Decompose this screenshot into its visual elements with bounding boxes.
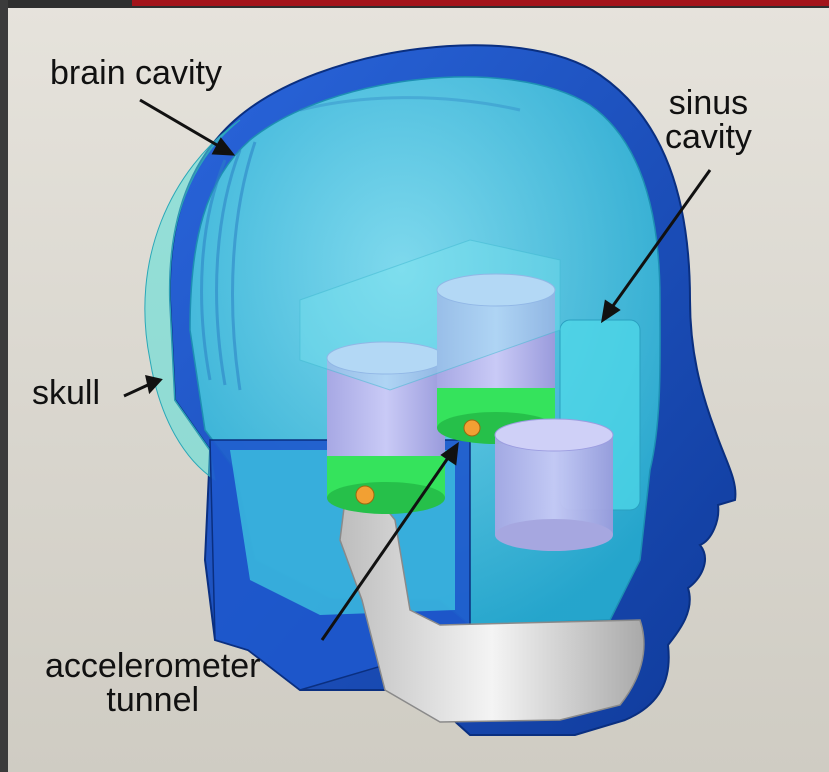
- accelerometer-tunnel-label-line2: tunnel: [45, 683, 260, 717]
- accelerometer-tunnel-label-line1: accelerometer: [45, 649, 260, 683]
- brain-cavity-arrow: [140, 100, 222, 148]
- skull-arrow: [124, 384, 150, 396]
- sinus-cavity-label: sinus cavity: [665, 86, 752, 154]
- skull-label: skull: [32, 376, 100, 410]
- accelerometer-tunnel-label: accelerometer tunnel: [45, 649, 260, 717]
- brain-cavity-label: brain cavity: [50, 56, 222, 90]
- accelerometer-front: [495, 419, 613, 551]
- sinus-cavity-label-line1: sinus: [665, 86, 752, 120]
- sinus-cavity-label-line2: cavity: [665, 120, 752, 154]
